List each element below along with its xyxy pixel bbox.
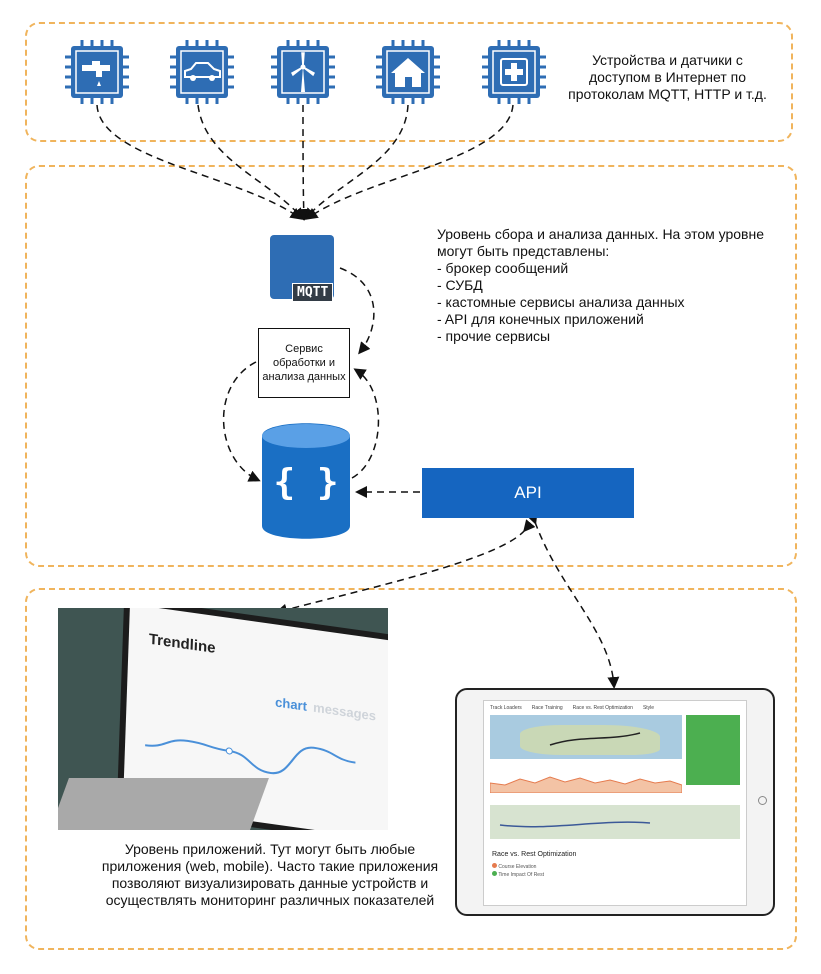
car-device (167, 37, 237, 107)
arrow-db-to-service (351, 368, 380, 479)
tablet-legend-rest: Time Impact Of Rest (492, 871, 544, 878)
api-box: API (422, 468, 634, 518)
tablet-map-bottom (490, 805, 740, 839)
tablet-screen: Track Loaders Race Training Race vs. Res… (483, 700, 747, 906)
web-app-laptop-photo: Trendline chart messages (58, 608, 388, 830)
mqtt-broker: MQTT (270, 235, 338, 303)
water-tap-icon (65, 40, 129, 104)
trendline-title: Trendline (148, 630, 216, 657)
tablet-app: Track Loaders Race Training Race vs. Res… (455, 688, 775, 916)
tablet-status-panel (686, 715, 740, 785)
laptop-keyboard (58, 778, 269, 830)
database-icon (262, 423, 350, 539)
tablet-elevation-chart (490, 776, 682, 793)
trendline-chart (145, 739, 356, 775)
mqtt-label: MQTT (292, 283, 334, 302)
data-layer-caption: Уровень сбора и анализа данных. На этом … (437, 226, 764, 344)
tablet-home-button (758, 796, 767, 805)
arrow-api-to-laptop (275, 519, 536, 616)
house-icon (376, 40, 440, 104)
devices-layer-frame (25, 22, 793, 142)
arrow-mqtt-to-service (339, 267, 375, 355)
tablet-map-top (490, 715, 682, 759)
tablet-tab-bar: Track Loaders Race Training Race vs. Res… (490, 705, 655, 711)
arrow-service-to-db (222, 361, 261, 482)
trendline-point (225, 747, 233, 755)
medical-cross-icon (482, 40, 546, 104)
medical-device (479, 37, 549, 107)
messages-tab: messages (312, 699, 377, 724)
arrow-tap-to-mqtt (96, 104, 303, 220)
database: { } (260, 422, 352, 540)
apps-layer-caption: Уровень приложений. Тут могут быть любые… (101, 841, 439, 908)
arrow-house-to-mqtt (303, 104, 409, 221)
db-braces: { } (273, 462, 339, 503)
arrow-turbine-to-mqtt (297, 104, 310, 221)
laptop-screen: Trendline chart messages (123, 608, 388, 830)
chart-tab: chart (274, 694, 308, 714)
tablet-section-title: Race vs. Rest Optimization (492, 851, 577, 858)
wind-turbine-device (268, 37, 338, 107)
api-label: API (514, 483, 542, 502)
devices-caption: Устройства и датчики с доступом в Интерн… (568, 52, 767, 102)
arrow-car-to-mqtt (197, 104, 304, 221)
wind-turbine-icon (271, 40, 335, 104)
arrow-api-to-tablet (526, 511, 620, 689)
car-icon (170, 40, 234, 104)
water-sensor-device (62, 37, 132, 107)
trendline-series (145, 739, 356, 775)
analytics-service-box: Сервис обработки и анализа данных (258, 328, 350, 398)
tablet-legend-elevation: Course Elevation (492, 863, 536, 870)
arrow-medical-to-mqtt (305, 104, 514, 220)
smart-home-device (373, 37, 443, 107)
